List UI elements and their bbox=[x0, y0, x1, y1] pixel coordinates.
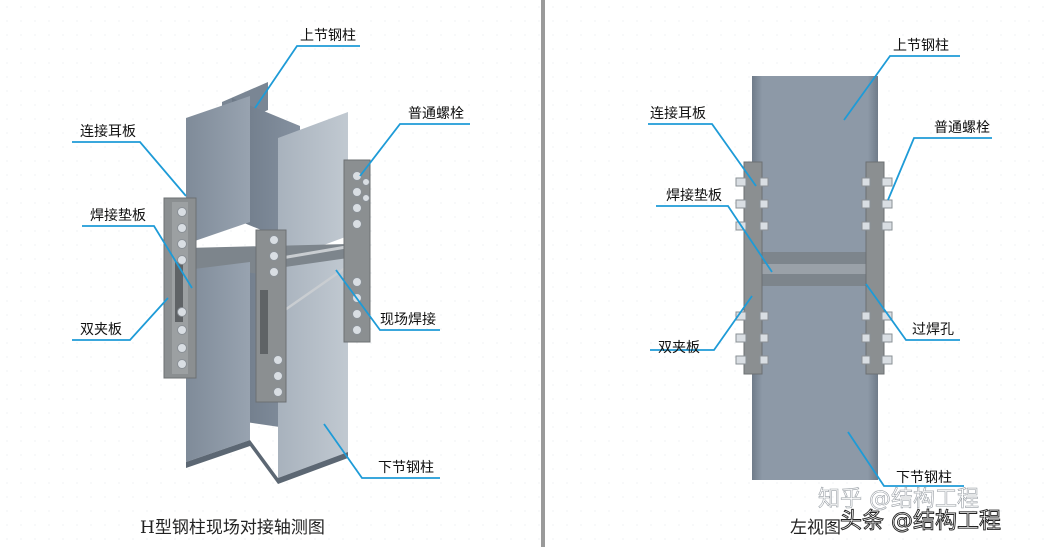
left-axonometric-figure: 上节钢柱 普通螺栓 连接耳板 焊接垫板 现场焊接 双夹板 下节钢柱 H型钢柱现场… bbox=[72, 28, 470, 538]
left-plate-slot bbox=[175, 262, 183, 322]
r-leader-bolts bbox=[887, 137, 992, 201]
r-leader-weld-hole bbox=[865, 283, 960, 341]
label-double-splice: 双夹板 bbox=[80, 322, 122, 338]
r-leader-lower-column bbox=[847, 431, 964, 487]
right-right-splice-plate bbox=[865, 161, 885, 375]
right-upper-column bbox=[752, 76, 878, 252]
right-weld-backing-plate bbox=[752, 264, 878, 274]
center-plate-slot bbox=[260, 290, 268, 354]
label-upper-column: 上节钢柱 bbox=[300, 28, 356, 44]
leader-ear-plate bbox=[72, 141, 187, 197]
bolt-group-center bbox=[269, 235, 283, 397]
field-weld-seam-2 bbox=[281, 264, 349, 314]
bolt-group-left bbox=[177, 207, 187, 369]
label-lower-column: 下节钢柱 bbox=[378, 460, 434, 476]
r-leader-double-splice bbox=[650, 295, 753, 351]
r-leader-upper-column bbox=[843, 55, 960, 121]
label-field-weld: 现场焊接 bbox=[380, 311, 436, 328]
r-label-weld-hole: 过焊孔 bbox=[912, 322, 954, 338]
r-label-double-splice: 双夹板 bbox=[658, 340, 700, 356]
r-label-weld-backing: 焊接垫板 bbox=[666, 187, 722, 204]
leader-bolts bbox=[359, 123, 470, 177]
right-leader-lines bbox=[648, 55, 992, 487]
lower-right-flange bbox=[278, 258, 348, 478]
upper-right-flange bbox=[278, 112, 348, 262]
r-label-bolts: 普通螺栓 bbox=[934, 120, 990, 136]
left-caption: H型钢柱现场对接轴测图 bbox=[140, 518, 325, 538]
label-bolts: 普通螺栓 bbox=[408, 106, 464, 122]
r-label-lower-column: 下节钢柱 bbox=[896, 470, 952, 486]
leader-upper-column bbox=[254, 45, 360, 109]
leader-double-splice bbox=[72, 297, 169, 341]
r-leader-weld-backing bbox=[656, 205, 773, 273]
leader-lower-column bbox=[323, 423, 440, 479]
leader-field-weld bbox=[335, 269, 440, 331]
right-lower-column bbox=[752, 286, 878, 480]
r-label-upper-column: 上节钢柱 bbox=[893, 38, 949, 54]
r-label-ear-plate: 连接耳板 bbox=[650, 105, 706, 122]
upper-left-flange bbox=[186, 96, 250, 244]
watermark-toutiao: 头条 @结构工程 bbox=[840, 509, 1001, 534]
r-leader-ear-plate bbox=[648, 123, 757, 187]
label-weld-backing: 焊接垫板 bbox=[90, 207, 146, 224]
leader-weld-backing bbox=[82, 225, 193, 289]
right-side-view-figure: 上节钢柱 连接耳板 普通螺栓 焊接垫板 双夹板 过焊孔 下节钢柱 左视图 bbox=[648, 38, 992, 538]
panel-divider bbox=[541, 0, 545, 547]
watermark-zhihu: 知乎 @结构工程 bbox=[818, 487, 979, 512]
left-leader-lines bbox=[72, 45, 470, 479]
right-caption: 左视图 bbox=[790, 518, 841, 538]
lower-left-flange bbox=[186, 262, 250, 462]
right-left-splice-plate bbox=[743, 161, 763, 375]
label-ear-plate: 连接耳板 bbox=[80, 123, 136, 140]
column-base-shadow bbox=[186, 440, 348, 484]
